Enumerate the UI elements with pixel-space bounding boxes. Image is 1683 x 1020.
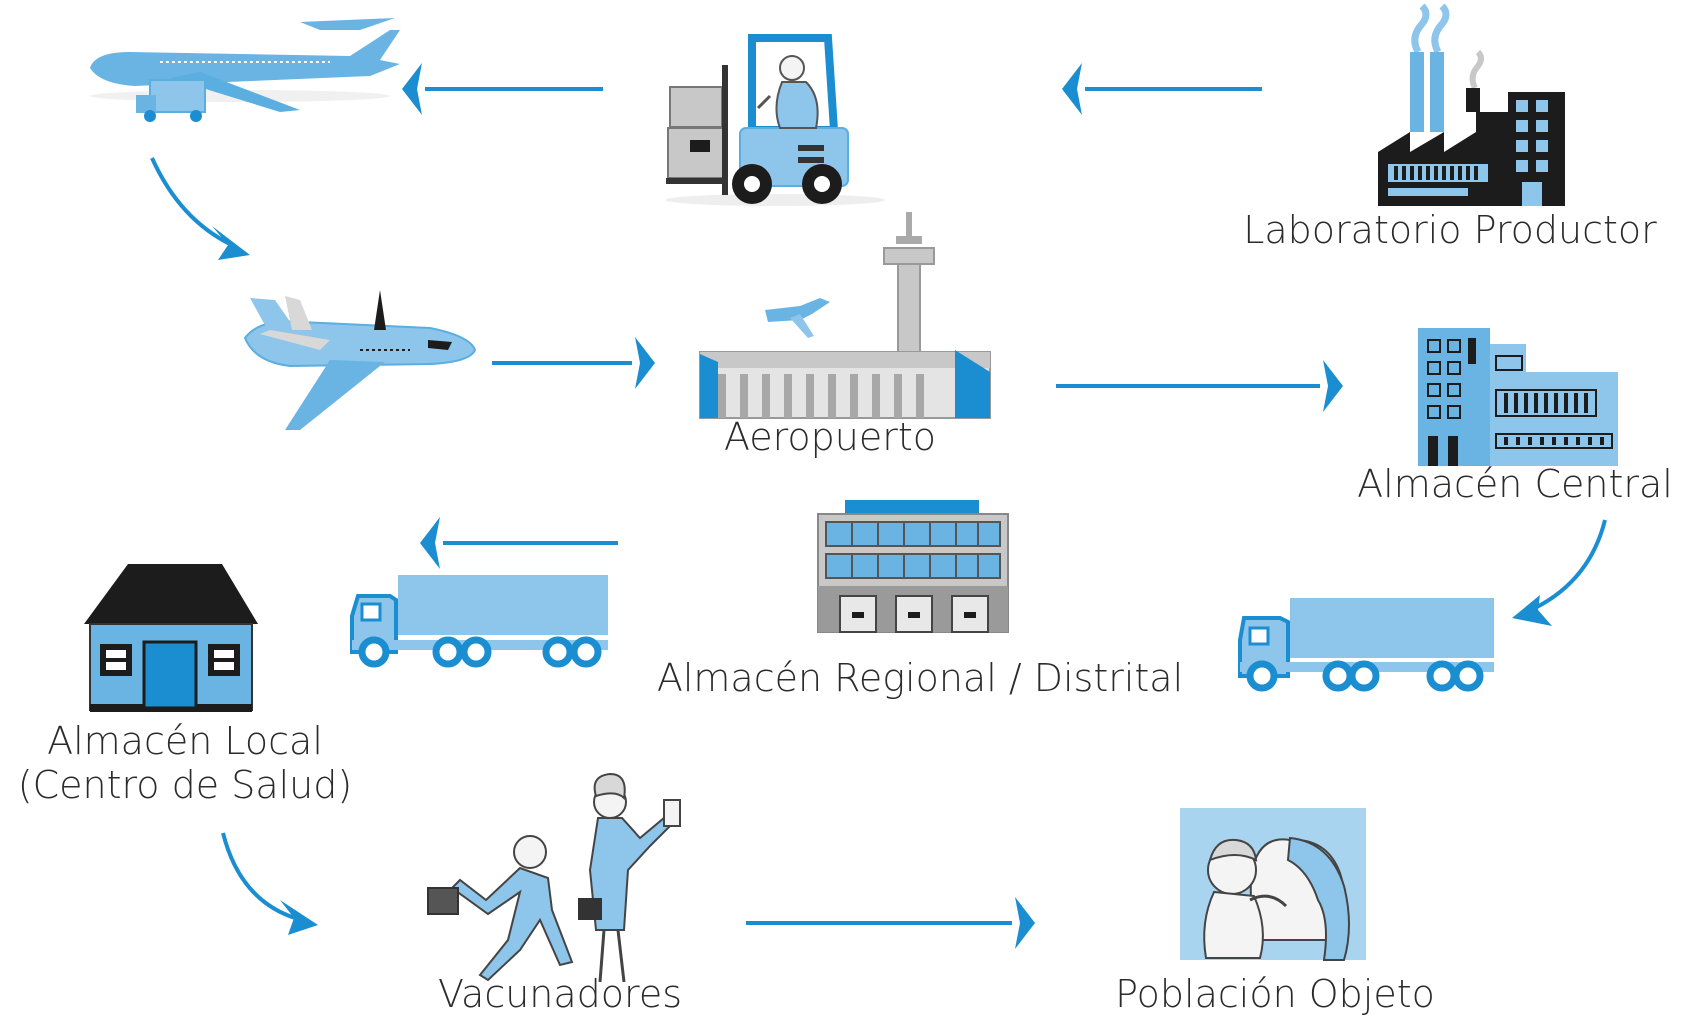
cargo-plane-icon <box>90 18 400 122</box>
node-label-almacen-local: Almacén Local (Centro de Salud) <box>0 719 370 807</box>
mother-child-icon <box>1180 808 1366 961</box>
jet-plane-icon <box>243 290 477 430</box>
arrow-central-to-truck <box>1512 519 1607 626</box>
arrow-airport-to-central <box>1056 360 1343 412</box>
arrow-vaccinators-to-population <box>746 897 1035 949</box>
vaccinators-icon <box>427 772 681 983</box>
airport-icon <box>699 212 991 419</box>
arrow-jet-to-airport <box>492 337 655 389</box>
almacen-local-line2: (Centro de Salud) <box>17 763 353 807</box>
truck-icon <box>1238 598 1494 692</box>
factory-icon <box>1378 3 1565 206</box>
node-label-aeropuerto: Aeropuerto <box>723 415 937 459</box>
arrow-plane-to-jet <box>150 157 250 260</box>
almacen-local-line1: Almacén Local <box>47 719 323 763</box>
house-icon <box>84 564 258 712</box>
forklift-icon <box>665 34 885 206</box>
node-label-almacen-central: Almacén Central <box>1357 462 1673 506</box>
arrow-regional-to-truck <box>420 517 618 569</box>
truck-icon <box>350 575 608 668</box>
arrow-local-to-vaccinators <box>221 832 318 935</box>
node-label-almacen-regional: Almacén Regional / Distrital <box>656 656 1184 700</box>
arrow-forklift-to-plane <box>402 63 603 115</box>
node-label-vacunadores: Vacunadores <box>437 972 682 1016</box>
office-building-icon <box>1418 328 1618 466</box>
node-label-poblacion: Población Objeto <box>1115 972 1435 1016</box>
node-label-laboratorio: Laboratorio Productor <box>1243 208 1657 252</box>
arrow-lab-to-forklift <box>1062 63 1262 115</box>
regional-warehouse-icon <box>817 500 1009 633</box>
